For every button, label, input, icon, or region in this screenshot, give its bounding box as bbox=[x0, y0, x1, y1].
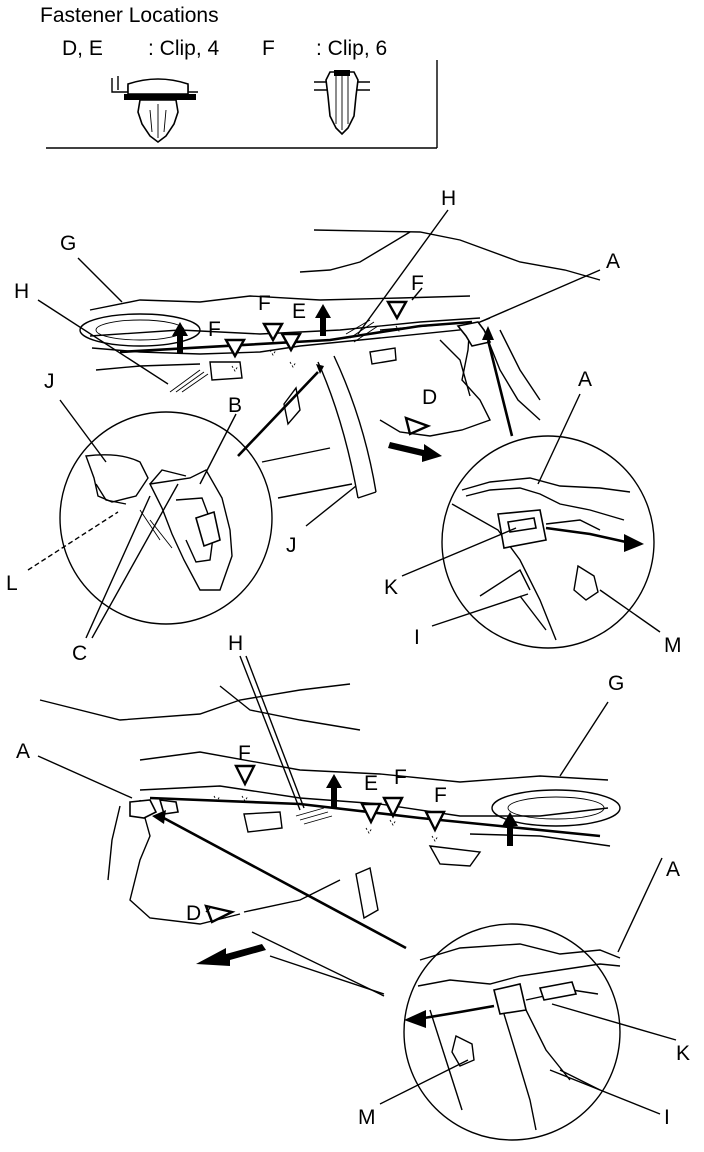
bottom-view: A H G F E F F D A K M I bbox=[16, 632, 690, 1141]
legend-clip-f-letters: F bbox=[262, 37, 275, 60]
top-label-H-top: H bbox=[441, 187, 456, 210]
top-clip-f-mid-marker bbox=[261, 322, 285, 343]
bottom-label-A-detail: A bbox=[666, 858, 680, 881]
bottom-clip-f-left-marker bbox=[234, 764, 256, 787]
bottom-label-I: I bbox=[664, 1106, 670, 1129]
bottom-label-G: G bbox=[608, 672, 624, 695]
top-clip-f-right-marker bbox=[385, 300, 409, 321]
bottom-label-F-right: F bbox=[434, 784, 447, 807]
clip-de-icon bbox=[111, 76, 198, 143]
top-headliner-body bbox=[79, 229, 601, 499]
top-clip-d-marker bbox=[404, 416, 432, 436]
fastener-legend: Fastener Locations D, E : Clip, 4 F : Cl… bbox=[40, 4, 438, 149]
legend-clip-de-letters: D, E bbox=[62, 37, 103, 60]
top-view: G H H A F F E F D J B L C J A K I M bbox=[6, 187, 682, 665]
top-label-E: E bbox=[292, 300, 306, 323]
top-label-F-left: F bbox=[208, 318, 221, 341]
top-label-G: G bbox=[60, 232, 76, 255]
bottom-clip-arrow-mid bbox=[326, 774, 342, 808]
bottom-detail-circle bbox=[403, 923, 621, 1141]
top-label-A: A bbox=[606, 250, 620, 273]
top-label-B: B bbox=[228, 394, 242, 417]
bottom-pull-arrow bbox=[196, 944, 266, 966]
top-detail-circle-left bbox=[59, 411, 273, 625]
top-pull-arrow bbox=[388, 442, 442, 462]
bottom-label-F-left: F bbox=[238, 742, 251, 765]
top-label-L: L bbox=[6, 572, 18, 595]
legend-title: Fastener Locations bbox=[40, 4, 219, 27]
bottom-clip-arrow-right bbox=[502, 812, 518, 846]
top-label-K: K bbox=[384, 576, 398, 599]
top-clip-e-marker bbox=[279, 332, 303, 353]
bottom-label-A: A bbox=[16, 740, 30, 763]
bottom-clip-f-right-marker bbox=[424, 810, 446, 833]
top-label-I: I bbox=[414, 626, 420, 649]
top-label-C: C bbox=[72, 642, 87, 665]
top-label-M: M bbox=[664, 634, 682, 657]
top-label-J-circle: J bbox=[44, 370, 55, 393]
bottom-label-H: H bbox=[228, 632, 243, 655]
top-label-F-mid: F bbox=[258, 292, 271, 315]
top-label-A-detail: A bbox=[578, 368, 592, 391]
legend-clip-de-desc: : Clip, 4 bbox=[148, 37, 220, 60]
clip-f-icon bbox=[314, 70, 370, 136]
top-label-D: D bbox=[422, 386, 437, 409]
top-label-H-left: H bbox=[14, 280, 29, 303]
bottom-label-M: M bbox=[358, 1106, 376, 1129]
top-clip-arrow-mid bbox=[315, 304, 331, 336]
top-harness-left bbox=[169, 369, 209, 393]
bottom-label-K: K bbox=[676, 1042, 690, 1065]
top-clip-f-left-marker bbox=[223, 338, 247, 359]
bottom-headliner-body bbox=[39, 683, 621, 997]
bottom-clip-e-marker bbox=[360, 802, 382, 825]
legend-clip-f-desc: : Clip, 6 bbox=[316, 37, 387, 60]
bottom-label-E: E bbox=[364, 772, 378, 795]
top-clip-arrow-left bbox=[172, 322, 188, 354]
bottom-clip-f-mid-marker bbox=[382, 796, 404, 819]
bottom-clip-d-marker bbox=[204, 904, 236, 924]
top-label-J-bottom: J bbox=[286, 534, 297, 557]
top-detail-circle-right bbox=[441, 435, 655, 649]
bottom-harness bbox=[295, 807, 333, 825]
top-label-F-right: F bbox=[411, 272, 424, 295]
bottom-label-D: D bbox=[186, 902, 201, 925]
bottom-label-F-mid: F bbox=[394, 766, 407, 789]
